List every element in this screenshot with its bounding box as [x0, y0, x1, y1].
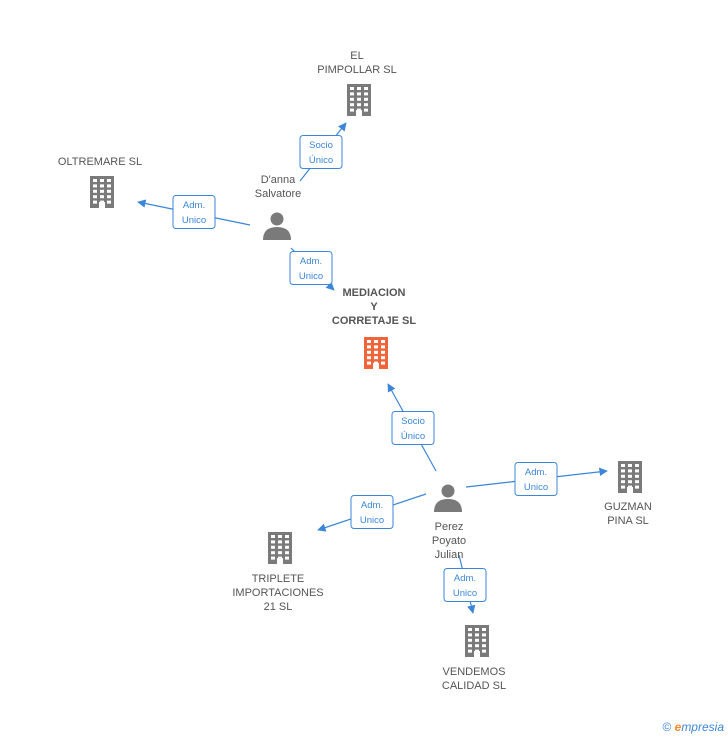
edge-label-text: Único	[309, 155, 333, 166]
edge-label-box[interactable]: Adm. Unico	[350, 495, 394, 529]
edge-label-text: Socio	[309, 140, 333, 151]
building-icon	[347, 84, 371, 116]
edge-label-text: Adm.	[361, 500, 383, 511]
node-label-line: TRIPLETE	[252, 573, 305, 585]
node-oltremare[interactable]: OLTREMARE SL	[58, 156, 142, 208]
node-label-line: CALIDAD SL	[442, 680, 506, 692]
node-label-line: PIMPOLLAR SL	[317, 64, 396, 76]
edge-label-box[interactable]: Adm. Unico	[172, 195, 216, 229]
edge-label-box[interactable]: Adm. Unico	[514, 462, 558, 496]
node-label-line: VENDEMOS	[443, 666, 506, 678]
node-label-line: CORRETAJE SL	[332, 315, 416, 327]
node-label-line: OLTREMARE SL	[58, 156, 142, 168]
building-icon	[268, 532, 292, 564]
node-label-line: D'anna	[261, 174, 296, 186]
node-label-line: 21 SL	[264, 601, 293, 613]
building-icon	[465, 625, 489, 657]
node-label-line: PINA SL	[607, 515, 649, 527]
edge-perez-guzman: Adm. Unico	[465, 462, 608, 496]
edge-label-text: Adm.	[525, 467, 547, 478]
node-guzman[interactable]: GUZMAN PINA SL	[604, 461, 652, 527]
node-mediacion[interactable]: MEDIACION Y CORRETAJE SL	[332, 287, 416, 369]
edge-perez-triplete: Adm. Unico	[317, 493, 427, 532]
edge-label-text: Adm.	[183, 200, 205, 211]
brand-name: mpresia	[681, 720, 724, 734]
node-label-line: Salvatore	[255, 188, 301, 200]
edge-label-text: Unico	[524, 482, 548, 493]
edges-layer: SocioÚnicoAdm.UnicoAdm.UnicoSocioÚnicoAd…	[137, 122, 608, 614]
person-icon	[434, 484, 462, 512]
edge-label-text: Unico	[360, 515, 384, 526]
node-label-line: MEDIACION	[343, 287, 406, 299]
nodes-layer: EL PIMPOLLAR SL OLTREMARE SL D'annaSalvator…	[58, 50, 652, 692]
edge-label-text: Adm.	[454, 573, 476, 584]
edge-label-text: Unico	[299, 271, 323, 282]
node-vendemos[interactable]: VENDEMOS CALIDAD SL	[442, 625, 506, 692]
node-label-line: Y	[370, 301, 378, 313]
node-el-pimpollar[interactable]: EL PIMPOLLAR SL	[317, 50, 397, 116]
building-icon	[90, 176, 114, 208]
node-label-line: GUZMAN	[604, 501, 652, 513]
node-label-line: IMPORTACIONES	[232, 587, 323, 599]
edge-danna-mediacion: Adm. Unico	[289, 247, 335, 291]
edge-label-box[interactable]: Adm. Unico	[289, 251, 333, 285]
node-label-line: Julian	[435, 549, 464, 561]
edge-label-box[interactable]: Adm. Unico	[443, 568, 487, 602]
building-icon	[364, 337, 388, 369]
edge-label-text: Unico	[182, 215, 206, 226]
node-triplete[interactable]: TRIPLETE IMPORTACIONES 21 SL	[232, 532, 324, 613]
brand-initial: e	[674, 720, 682, 734]
edge-perez-vendemos: Adm. Unico	[443, 554, 487, 614]
node-label-line: Perez	[435, 521, 464, 533]
node-label-line: Poyato	[432, 535, 466, 547]
building-icon	[618, 461, 642, 493]
edge-label-text: Adm.	[300, 256, 322, 267]
brand-footer: © empresia	[662, 720, 724, 734]
edge-danna-oltremare: Adm. Unico	[137, 195, 251, 229]
person-icon	[263, 212, 291, 240]
edge-label-text: Socio	[401, 416, 425, 427]
copyright-symbol: ©	[662, 720, 672, 734]
edge-label-text: Unico	[453, 588, 477, 599]
edge-label-text: Único	[401, 431, 425, 442]
node-label-line: EL	[350, 50, 363, 62]
